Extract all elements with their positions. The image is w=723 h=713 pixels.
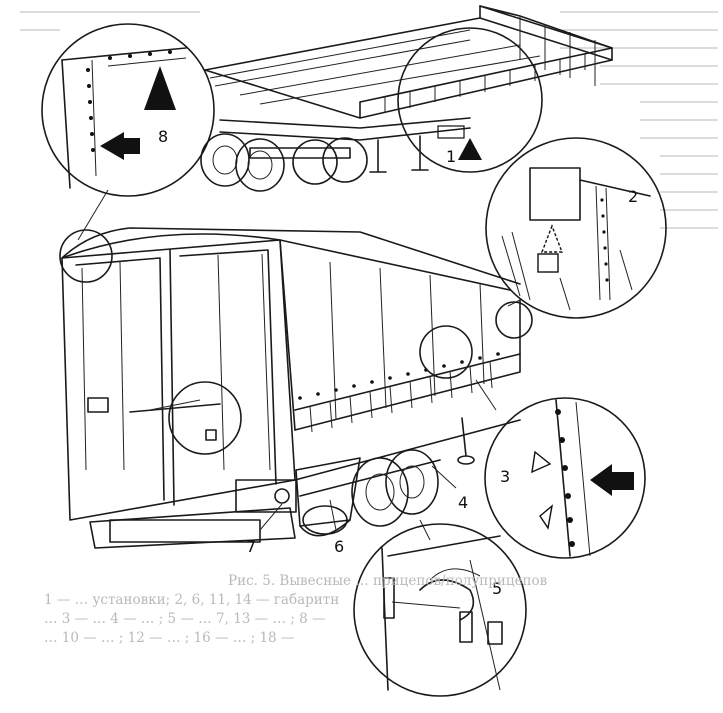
callout-4: 4 (458, 493, 468, 512)
caption-line: 1 — … установки; 2, 6, 11, 14 — габаритн (44, 592, 340, 608)
curtain-pleats (329, 261, 485, 421)
up-arrow-icon (144, 66, 176, 110)
detail-door-lock (149, 381, 242, 455)
curtain-buckles (298, 352, 500, 400)
detail-3 (419, 325, 646, 559)
left-arrow-icon (590, 464, 612, 496)
hatching (501, 231, 633, 311)
detail-2 (485, 137, 667, 339)
caption-line: … 3 — … 4 — … ; 5 — … 7, 13 — … ; 8 — (44, 611, 326, 627)
caption-line: … 10 — … ; 12 — … ; 16 — … ; 18 — (44, 630, 295, 646)
callout-2: 2 (628, 187, 638, 206)
lower-slats (309, 360, 493, 433)
callout-3: 3 (500, 467, 510, 486)
left-arrow-icon (100, 132, 124, 160)
callout-8: 8 (158, 127, 168, 146)
callout-5: 5 (492, 579, 502, 598)
top-wheels (200, 133, 368, 192)
callout-1: 1 (446, 147, 456, 166)
caption-title: Рис. 5. Вывесные … прицепов/полуприцепов (228, 573, 548, 589)
callout-labels: 1 2 3 4 5 6 7 8 (158, 127, 638, 598)
detail-8 (41, 23, 215, 283)
arrow-icon (458, 138, 482, 160)
detail-1 (397, 27, 543, 173)
callout-6: 6 (334, 537, 344, 556)
figure-caption: Рис. 5. Вывесные … прицепов/полуприцепов… (0, 572, 723, 648)
curtain-trailer (61, 227, 521, 549)
background-bleed (20, 11, 718, 229)
callout-7: 7 (246, 537, 256, 556)
leader-lines (259, 465, 457, 531)
flatbed-trailer (200, 5, 613, 192)
side-slats (384, 54, 586, 113)
detail-5 (353, 519, 527, 697)
main-wheels (302, 449, 439, 535)
